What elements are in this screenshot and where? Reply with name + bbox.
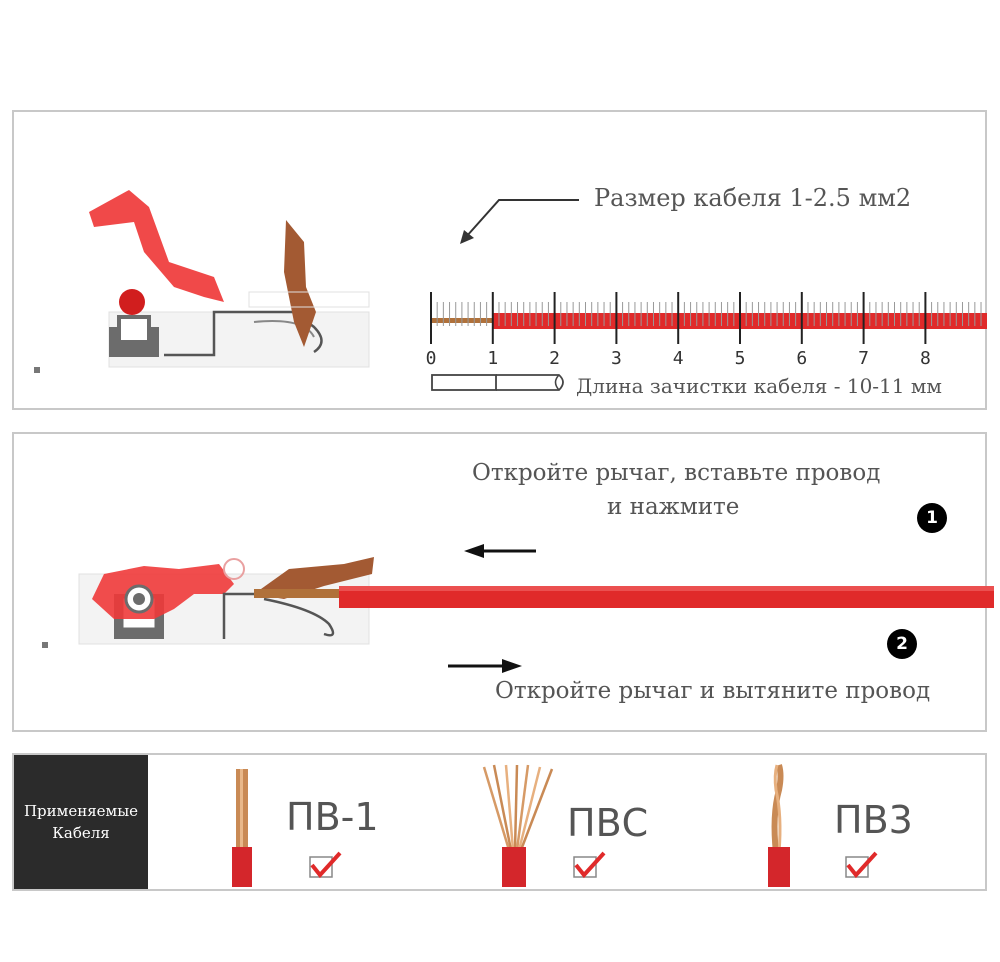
inserted-wire	[339, 586, 994, 608]
step1-text-line1: Откройте рычаг, вставьте провод	[472, 460, 881, 486]
ruler-tick-label: 0	[426, 348, 437, 369]
title-line1: Применяемые	[23, 802, 139, 820]
check-icon	[845, 851, 878, 879]
cable-illustrations	[232, 764, 878, 887]
applicable-cables-panel: Применяемые Кабеля	[12, 753, 987, 891]
check-icon	[573, 851, 606, 879]
applicable-cables-title: Применяемые Кабеля	[14, 755, 148, 889]
ruler-tick-label: 5	[735, 348, 746, 369]
cable-pvs-wire	[482, 764, 554, 887]
release-lever	[89, 190, 224, 302]
step2-text: Откройте рычаг и вытяните провод	[495, 678, 931, 704]
connector-closed-diagram	[42, 544, 994, 673]
cable-name-pv3: ПВ3	[834, 798, 913, 842]
ruler-tick-label: 4	[673, 348, 684, 369]
insert-remove-panel: Откройте рычаг, вставьте провод и нажмит…	[12, 432, 994, 732]
ruler-tick-label: 8	[920, 348, 931, 369]
ruler: 0 1 2 3 4 5 6 7 8	[426, 292, 987, 369]
step1-badge: 1	[917, 503, 947, 533]
ruler-tick-label: 7	[858, 348, 869, 369]
connector-open-diagram	[34, 190, 370, 373]
cable-name-pv1: ПВ-1	[286, 795, 379, 839]
title-line2: Кабеля	[52, 824, 110, 842]
ruler-tick-label: 1	[487, 348, 498, 369]
pointer-arrow	[460, 199, 579, 244]
stripped-wire-outline	[431, 374, 564, 391]
pivot-dot	[119, 289, 145, 315]
strip-length-panel: Размер кабеля 1-2.5 мм2 0 1 2 3 4 5 6 7 8 Длина …	[12, 110, 987, 410]
ruler-tick-label: 3	[611, 348, 622, 369]
strip-length-label: Длина зачистки кабеля - 10-11 мм	[576, 374, 942, 398]
ruler-tick-label: 2	[549, 348, 560, 369]
copper-core	[254, 589, 344, 598]
step1-text-line2: и нажмите	[607, 494, 740, 520]
ruler-tick-label: 6	[796, 348, 807, 369]
cable-pv3-wire	[768, 764, 790, 887]
step2-badge: 2	[887, 629, 917, 659]
cable-name-pvs: ПВС	[567, 801, 649, 845]
clamp-lever	[284, 220, 316, 347]
clamp-lever-closed	[254, 557, 374, 599]
ruler-minor-ticks	[430, 292, 982, 344]
cable-pv1-wire	[232, 769, 252, 887]
check-icon	[309, 851, 342, 879]
cable-size-label: Размер кабеля 1-2.5 мм2	[594, 184, 912, 212]
